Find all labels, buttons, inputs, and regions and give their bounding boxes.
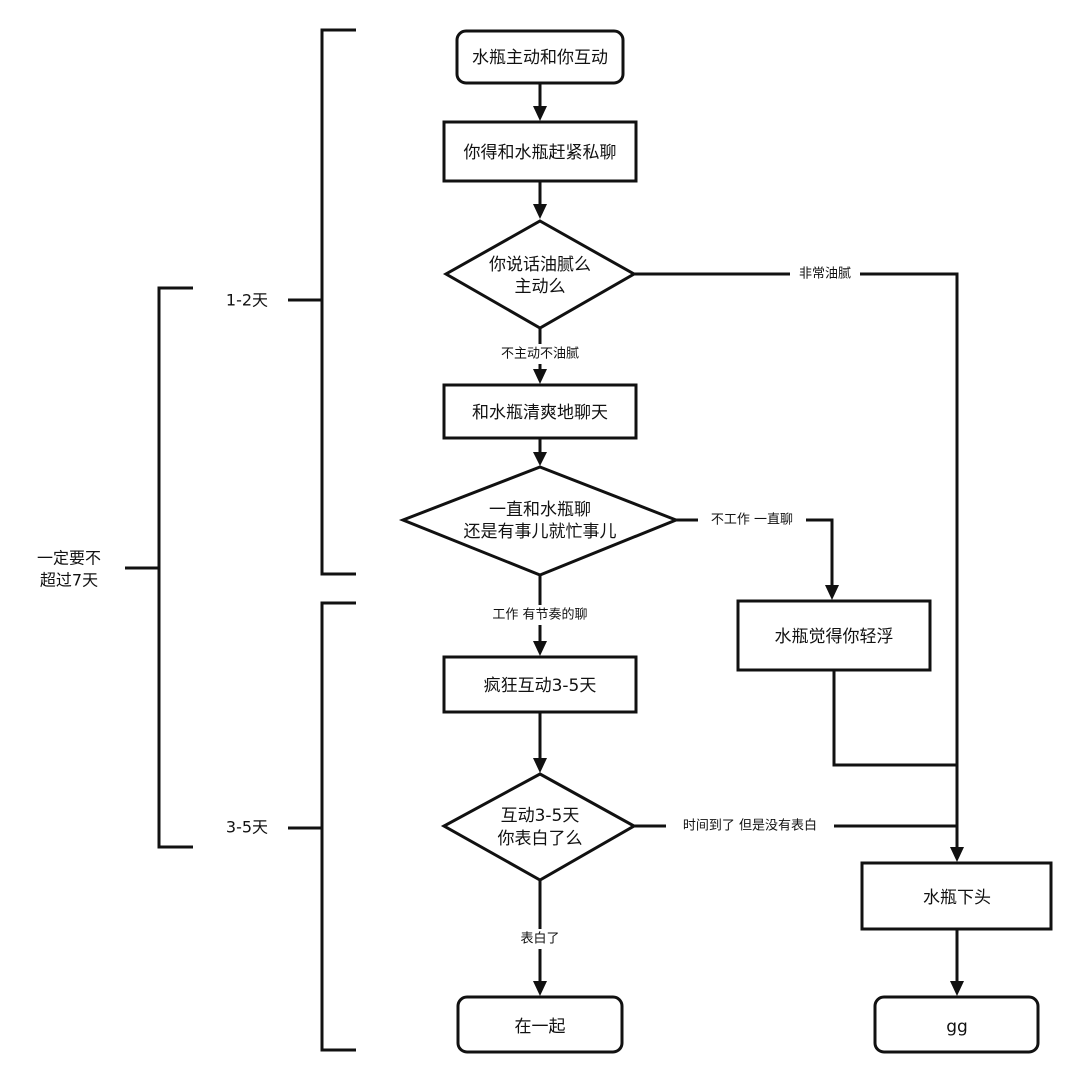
edge-label-work-rhythm: 工作 有节奏的聊 — [492, 607, 587, 623]
bracket-total — [125, 286, 193, 849]
edge-private-to-greasy — [533, 181, 547, 219]
node-together-text: 在一起 — [515, 1017, 566, 1037]
node-frivolous: 水瓶觉得你轻浮 — [736, 599, 932, 672]
edge-label-time-up: 时间到了 但是没有表白 — [683, 818, 817, 834]
node-private-chat-text: 你得和水瓶赶紧私聊 — [464, 143, 617, 163]
decision-greasy-line2: 主动么 — [515, 277, 566, 297]
node-crazy-interact: 疯狂互动3-5天 — [442, 655, 638, 714]
node-fresh-chat: 和水瓶清爽地聊天 — [442, 383, 638, 440]
edge-frivolous-merge — [832, 670, 957, 767]
node-crazy-interact-text: 疯狂互动3-5天 — [484, 676, 597, 696]
edge-busy-to-frivolous — [676, 518, 839, 600]
decision-busy: 一直和水瓶聊 还是有事儿就忙事儿 — [398, 465, 681, 577]
node-private-chat: 你得和水瓶赶紧私聊 — [442, 120, 638, 183]
decision-greasy: 你说话油腻么 主动么 — [442, 219, 638, 330]
edge-fresh-to-busy — [533, 438, 547, 466]
node-turned-off: 水瓶下头 — [860, 861, 1053, 931]
decision-confess: 互动3-5天 你表白了么 — [440, 772, 638, 882]
bracket-phase1 — [288, 28, 356, 576]
edge-label-very-greasy: 非常油腻 — [799, 267, 851, 282]
bracket-phase2 — [288, 601, 356, 1052]
label-total-line2: 超过7天 — [40, 571, 98, 590]
node-together: 在一起 — [456, 995, 624, 1054]
edge-label-confessed: 表白了 — [520, 931, 559, 947]
node-frivolous-text: 水瓶觉得你轻浮 — [775, 627, 894, 647]
node-fresh-chat-text: 和水瓶清爽地聊天 — [472, 403, 608, 423]
decision-greasy-line1: 你说话油腻么 — [489, 255, 591, 275]
node-gg: gg — [873, 995, 1040, 1054]
decision-confess-line1: 互动3-5天 — [501, 806, 580, 826]
decision-busy-line1: 一直和水瓶聊 — [489, 500, 591, 520]
decision-confess-line2: 你表白了么 — [498, 829, 583, 849]
node-turned-off-text: 水瓶下头 — [923, 888, 991, 908]
edge-greasy-very — [634, 272, 964, 862]
edge-start-to-private — [533, 83, 547, 121]
node-start: 水瓶主动和你互动 — [455, 29, 625, 85]
edge-label-no-work-chat: 不工作 一直聊 — [711, 513, 793, 528]
edge-turnedoff-to-gg — [950, 929, 964, 996]
decision-busy-line2: 还是有事儿就忙事儿 — [464, 522, 617, 542]
node-gg-text: gg — [946, 1017, 968, 1037]
edge-label-not-greasy: 不主动不油腻 — [501, 347, 579, 362]
node-start-text: 水瓶主动和你互动 — [472, 48, 608, 68]
edge-crazy-to-confess — [533, 712, 547, 773]
label-total-line1: 一定要不 — [37, 549, 101, 568]
label-phase2: 3-5天 — [226, 818, 268, 837]
label-phase1: 1-2天 — [226, 291, 268, 310]
